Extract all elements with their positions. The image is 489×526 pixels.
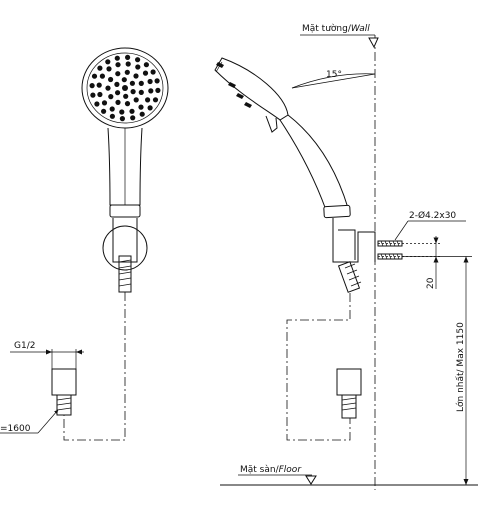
handle-side (279, 114, 349, 211)
angle-label: 15° (326, 70, 342, 80)
nozzle (119, 109, 125, 115)
nozzle (105, 85, 111, 91)
nozzle (89, 83, 95, 89)
nozzle (99, 73, 105, 79)
nozzle (97, 91, 103, 98)
screw-label: 2-Ø4.2x30 (409, 210, 456, 221)
nozzle (101, 108, 107, 114)
nozzle (96, 82, 102, 88)
nozzle (125, 54, 131, 61)
nozzle (109, 106, 115, 112)
wall-bracket-side (332, 218, 376, 263)
nozzle (108, 76, 114, 83)
nozzle (115, 90, 121, 96)
nozzle (138, 80, 144, 86)
nozzle (124, 69, 130, 75)
nozzle (125, 61, 131, 67)
nozzle (152, 97, 159, 103)
nozzle (139, 111, 145, 117)
nozzle (142, 70, 149, 76)
floor-label: Mặt sàn/Floor (240, 465, 302, 475)
nozzle (101, 100, 108, 106)
nozzle (106, 66, 112, 72)
nozzle (90, 92, 96, 98)
height-label: Lớn nhất/ Max 1150 (455, 322, 466, 412)
nozzle (122, 85, 128, 91)
nozzle (133, 97, 139, 103)
wall-outlet-front (51, 368, 77, 416)
thread-label: G1/2 (14, 341, 35, 351)
hose-length-label: =1600 (0, 424, 31, 434)
nozzle (115, 62, 121, 68)
nozzle (114, 81, 120, 87)
nozzle (115, 99, 121, 105)
nozzle (143, 62, 149, 68)
nozzle (94, 101, 100, 107)
nozzle (121, 77, 127, 83)
nozzle (147, 105, 153, 111)
nozzle (108, 94, 114, 100)
nozzle (91, 73, 98, 79)
hose-front (118, 255, 132, 293)
showerhead-side (214, 57, 289, 121)
nozzle (129, 80, 135, 86)
nozzle (123, 93, 129, 99)
wall-label: Mặt tường/Wall (302, 23, 370, 34)
nozzle (148, 88, 154, 94)
nozzle (129, 108, 135, 114)
nozzle (133, 73, 139, 79)
nozzle (135, 57, 141, 63)
nozzle (154, 78, 160, 84)
nozzle (114, 55, 120, 61)
spacing-label: 20 (426, 277, 436, 289)
front-view: G1/2 =1600 (0, 47, 169, 441)
nozzle (145, 97, 151, 103)
side-view: Mặt tường/Wall 15° (214, 23, 478, 490)
nozzle (124, 101, 131, 107)
nozzle (130, 115, 136, 121)
nozzle (130, 89, 136, 95)
nozzle (115, 71, 121, 77)
nozzle (147, 78, 153, 85)
nozzle (138, 89, 144, 95)
wall-outlet-side (336, 368, 362, 419)
nozzle (119, 116, 125, 122)
nozzle (97, 65, 103, 71)
wall-bracket-front (102, 225, 148, 271)
nozzle (105, 59, 111, 65)
nozzle (155, 87, 161, 93)
spray-nozzles (89, 54, 161, 122)
nozzle (109, 113, 115, 119)
nozzle (135, 64, 141, 70)
nozzle (138, 104, 144, 110)
nozzle (150, 69, 156, 75)
hose-side (337, 261, 362, 293)
